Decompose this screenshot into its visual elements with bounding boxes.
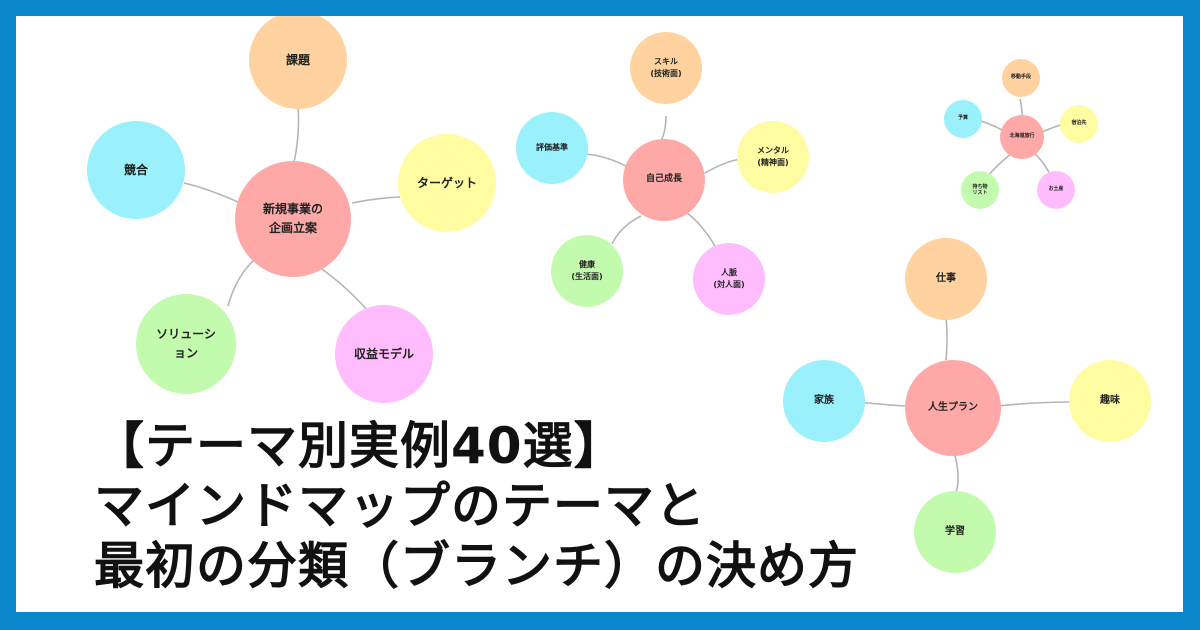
branch-node-study: 学習 <box>914 491 996 573</box>
branch-node-target: ターゲット <box>398 134 496 232</box>
link-business-revenue <box>318 266 369 312</box>
center-node-self-growth: 自己成長 <box>623 139 705 221</box>
thumbnail-canvas: 新規事業の 企画立案 課題 ターゲット 収益モデル ソリューシ ョン 競合 自己… <box>16 16 1183 612</box>
branch-node-budget: 予算 <box>944 100 982 138</box>
link-growth-criteria <box>585 153 627 167</box>
center-node-hokkaido-trip: 北海道旅行 <box>1000 115 1044 159</box>
branch-node-health: 健康 (生活面) <box>551 235 623 307</box>
branch-node-mental: メンタル (精神面) <box>737 121 809 193</box>
branch-node-criteria: 評価基準 <box>516 112 588 184</box>
headline: 【テーマ別実例40選】 マインドマップのテーマと 最初の分類（ブランチ）の決め方 <box>94 416 859 596</box>
link-growth-health <box>611 215 642 245</box>
link-life-study <box>953 451 959 494</box>
branch-node-skill: スキル (技術面) <box>630 32 702 104</box>
branch-node-family: 家族 <box>783 360 865 442</box>
center-node-business-planning: 新規事業の 企画立案 <box>235 161 351 277</box>
link-business-solution <box>227 257 257 307</box>
link-business-competition <box>183 182 239 203</box>
center-node-life-plan: 人生プラン <box>905 360 1001 456</box>
branch-node-hobby: 趣味 <box>1069 360 1151 442</box>
branch-node-competition: 競合 <box>87 121 185 219</box>
link-trip-items <box>987 153 1012 177</box>
headline-line-2: マインドマップのテーマと <box>94 477 706 535</box>
link-growth-mental <box>704 158 742 174</box>
branch-node-transport: 移動手段 <box>1002 59 1040 97</box>
link-life-work <box>945 317 948 361</box>
branch-node-stay: 宿泊先 <box>1060 105 1098 143</box>
branch-node-relations: 人脈 (対人面) <box>693 243 765 315</box>
branch-node-solution: ソリューシ ョン <box>136 294 236 394</box>
branch-node-revenue-model: 収益モデル <box>335 305 433 403</box>
link-life-family <box>857 401 906 407</box>
branch-node-items-list: 持ち物 リスト <box>961 171 999 209</box>
link-trip-transport <box>1019 98 1023 117</box>
branch-node-issue: 課題 <box>249 16 347 109</box>
link-growth-relations <box>685 211 717 249</box>
branch-node-work: 仕事 <box>905 238 987 320</box>
link-life-hobby <box>997 401 1072 407</box>
branch-node-souvenir: お土産 <box>1037 171 1075 209</box>
link-business-issue <box>293 103 300 163</box>
headline-line-1: 【テーマ別実例40選】 <box>94 417 625 475</box>
link-business-target <box>351 196 401 204</box>
headline-line-3: 最初の分類（ブランチ）の決め方 <box>94 537 859 595</box>
link-growth-skill <box>660 115 667 142</box>
